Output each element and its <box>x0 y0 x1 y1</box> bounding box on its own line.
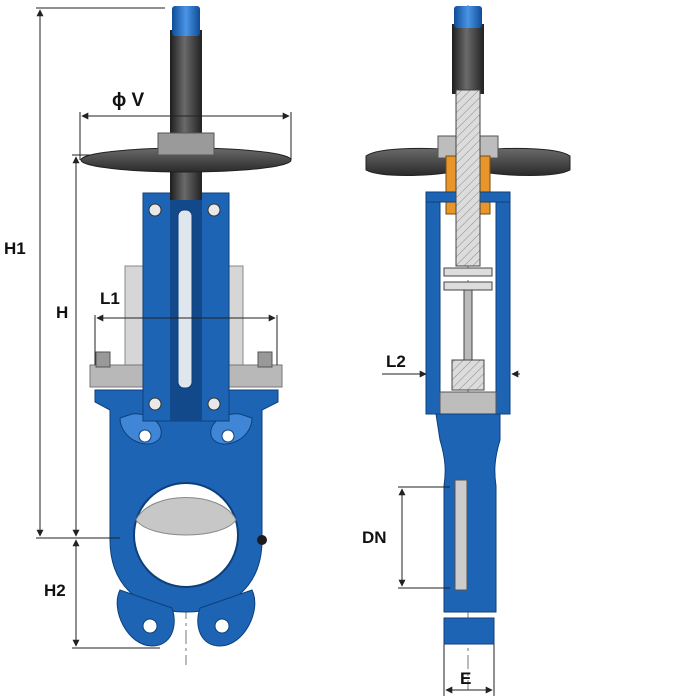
yoke-bolt-3 <box>148 397 162 411</box>
phi-v-label: ϕ V <box>112 90 145 111</box>
section-gate <box>454 479 468 591</box>
yoke-bolt-4 <box>207 397 221 411</box>
lug-hole-right <box>214 618 230 634</box>
stem-coupling-1 <box>443 267 493 277</box>
stem-coupling-2 <box>443 281 493 291</box>
section-body <box>435 413 501 613</box>
gate-rod <box>463 289 473 363</box>
lug-hole-left <box>142 618 158 634</box>
lug-left <box>116 589 175 647</box>
section-yoke-left <box>425 191 441 415</box>
section-stem <box>452 24 484 94</box>
handwheel-nut <box>157 132 215 156</box>
section-yoke-right <box>495 191 511 415</box>
gland <box>451 359 485 391</box>
front-dimensions: H1 H H2 L1 ϕ V <box>4 7 292 649</box>
yoke-bolt-1 <box>148 203 162 217</box>
yoke-bolt-2 <box>207 203 221 217</box>
e-label: E <box>460 669 471 688</box>
front-view <box>80 6 292 665</box>
boss-hole-right <box>221 429 235 443</box>
section-dimensions: L2 DN E <box>362 352 520 696</box>
l1-label: L1 <box>100 289 120 308</box>
h2-label: H2 <box>44 581 66 600</box>
lug-right <box>197 589 256 647</box>
l2-label: L2 <box>386 352 406 371</box>
section-gland-plate <box>439 391 497 415</box>
gate-edge <box>135 497 237 536</box>
section-stem-cap <box>454 6 482 28</box>
bolt-left <box>95 351 111 368</box>
stem <box>170 30 202 200</box>
h1-label: H1 <box>4 239 26 258</box>
h-label: H <box>56 303 68 322</box>
body-plug <box>257 535 267 545</box>
stem-cap <box>172 6 200 36</box>
section-view <box>365 5 571 690</box>
yoke-slot <box>177 209 193 389</box>
section-stem-hatched <box>455 89 481 267</box>
section-lug <box>443 617 495 645</box>
dn-label: DN <box>362 528 387 547</box>
bolt-right <box>257 351 273 368</box>
boss-hole-left <box>138 429 152 443</box>
